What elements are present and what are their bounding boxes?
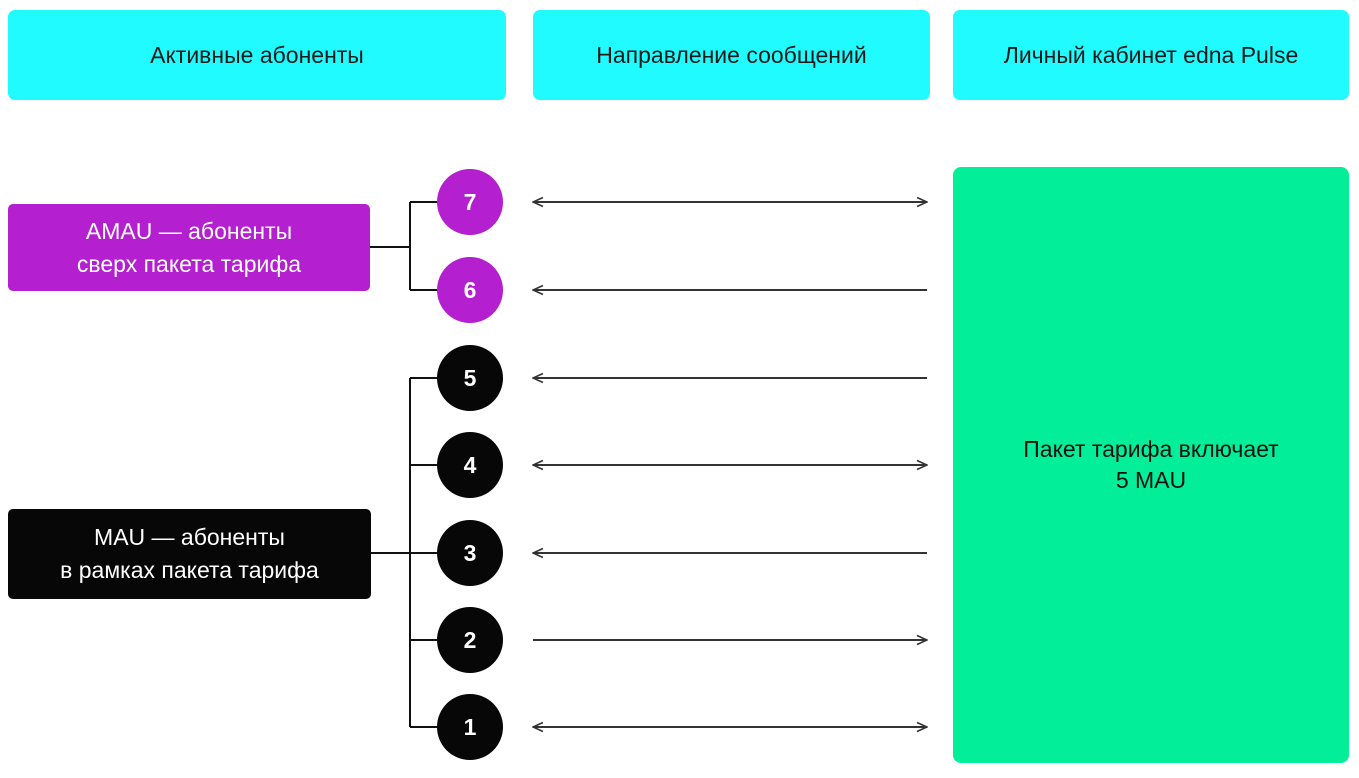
amau-group-text: AMAU — абоненты сверх пакета тарифа — [76, 217, 302, 277]
header-message-direction: Направление сообщений — [533, 10, 930, 100]
subscriber-1-number: 1 — [463, 713, 477, 740]
mau-group-label: MAU — абоненты в рамках пакета тарифа — [8, 509, 371, 599]
subscriber-3-number: 3 — [463, 539, 477, 566]
header-active-subscribers: Активные абоненты — [8, 10, 506, 100]
header-personal-account: Личный кабинет edna Pulse — [953, 10, 1349, 100]
subscriber-2-number: 2 — [463, 626, 477, 653]
amau-group-label: AMAU — абоненты сверх пакета тарифа — [8, 204, 370, 291]
subscriber-2: 2 — [437, 607, 503, 673]
subscriber-7: 7 — [437, 169, 503, 235]
mau-group-text: MAU — абоненты в рамках пакета тарифа — [60, 524, 319, 583]
subscriber-6: 6 — [437, 257, 503, 323]
header-active-subscribers-label: Активные абоненты — [150, 41, 364, 68]
subscriber-4: 4 — [437, 432, 503, 498]
header-personal-account-label: Личный кабинет edna Pulse — [1003, 41, 1299, 68]
subscriber-6-number: 6 — [463, 276, 477, 303]
mau-bracket — [371, 377, 437, 728]
subscriber-4-number: 4 — [463, 451, 477, 478]
subscriber-7-number: 7 — [463, 188, 477, 215]
subscriber-5-number: 5 — [463, 364, 477, 391]
subscriber-5: 5 — [437, 345, 503, 411]
tariff-package-box: Пакет тарифа включает 5 MAU — [953, 167, 1349, 763]
header-message-direction-label: Направление сообщений — [596, 41, 867, 68]
amau-bracket — [370, 201, 437, 291]
tariff-package-text: Пакет тарифа включает 5 MAU — [1023, 436, 1279, 493]
subscriber-3: 3 — [437, 520, 503, 586]
subscriber-1: 1 — [437, 694, 503, 760]
